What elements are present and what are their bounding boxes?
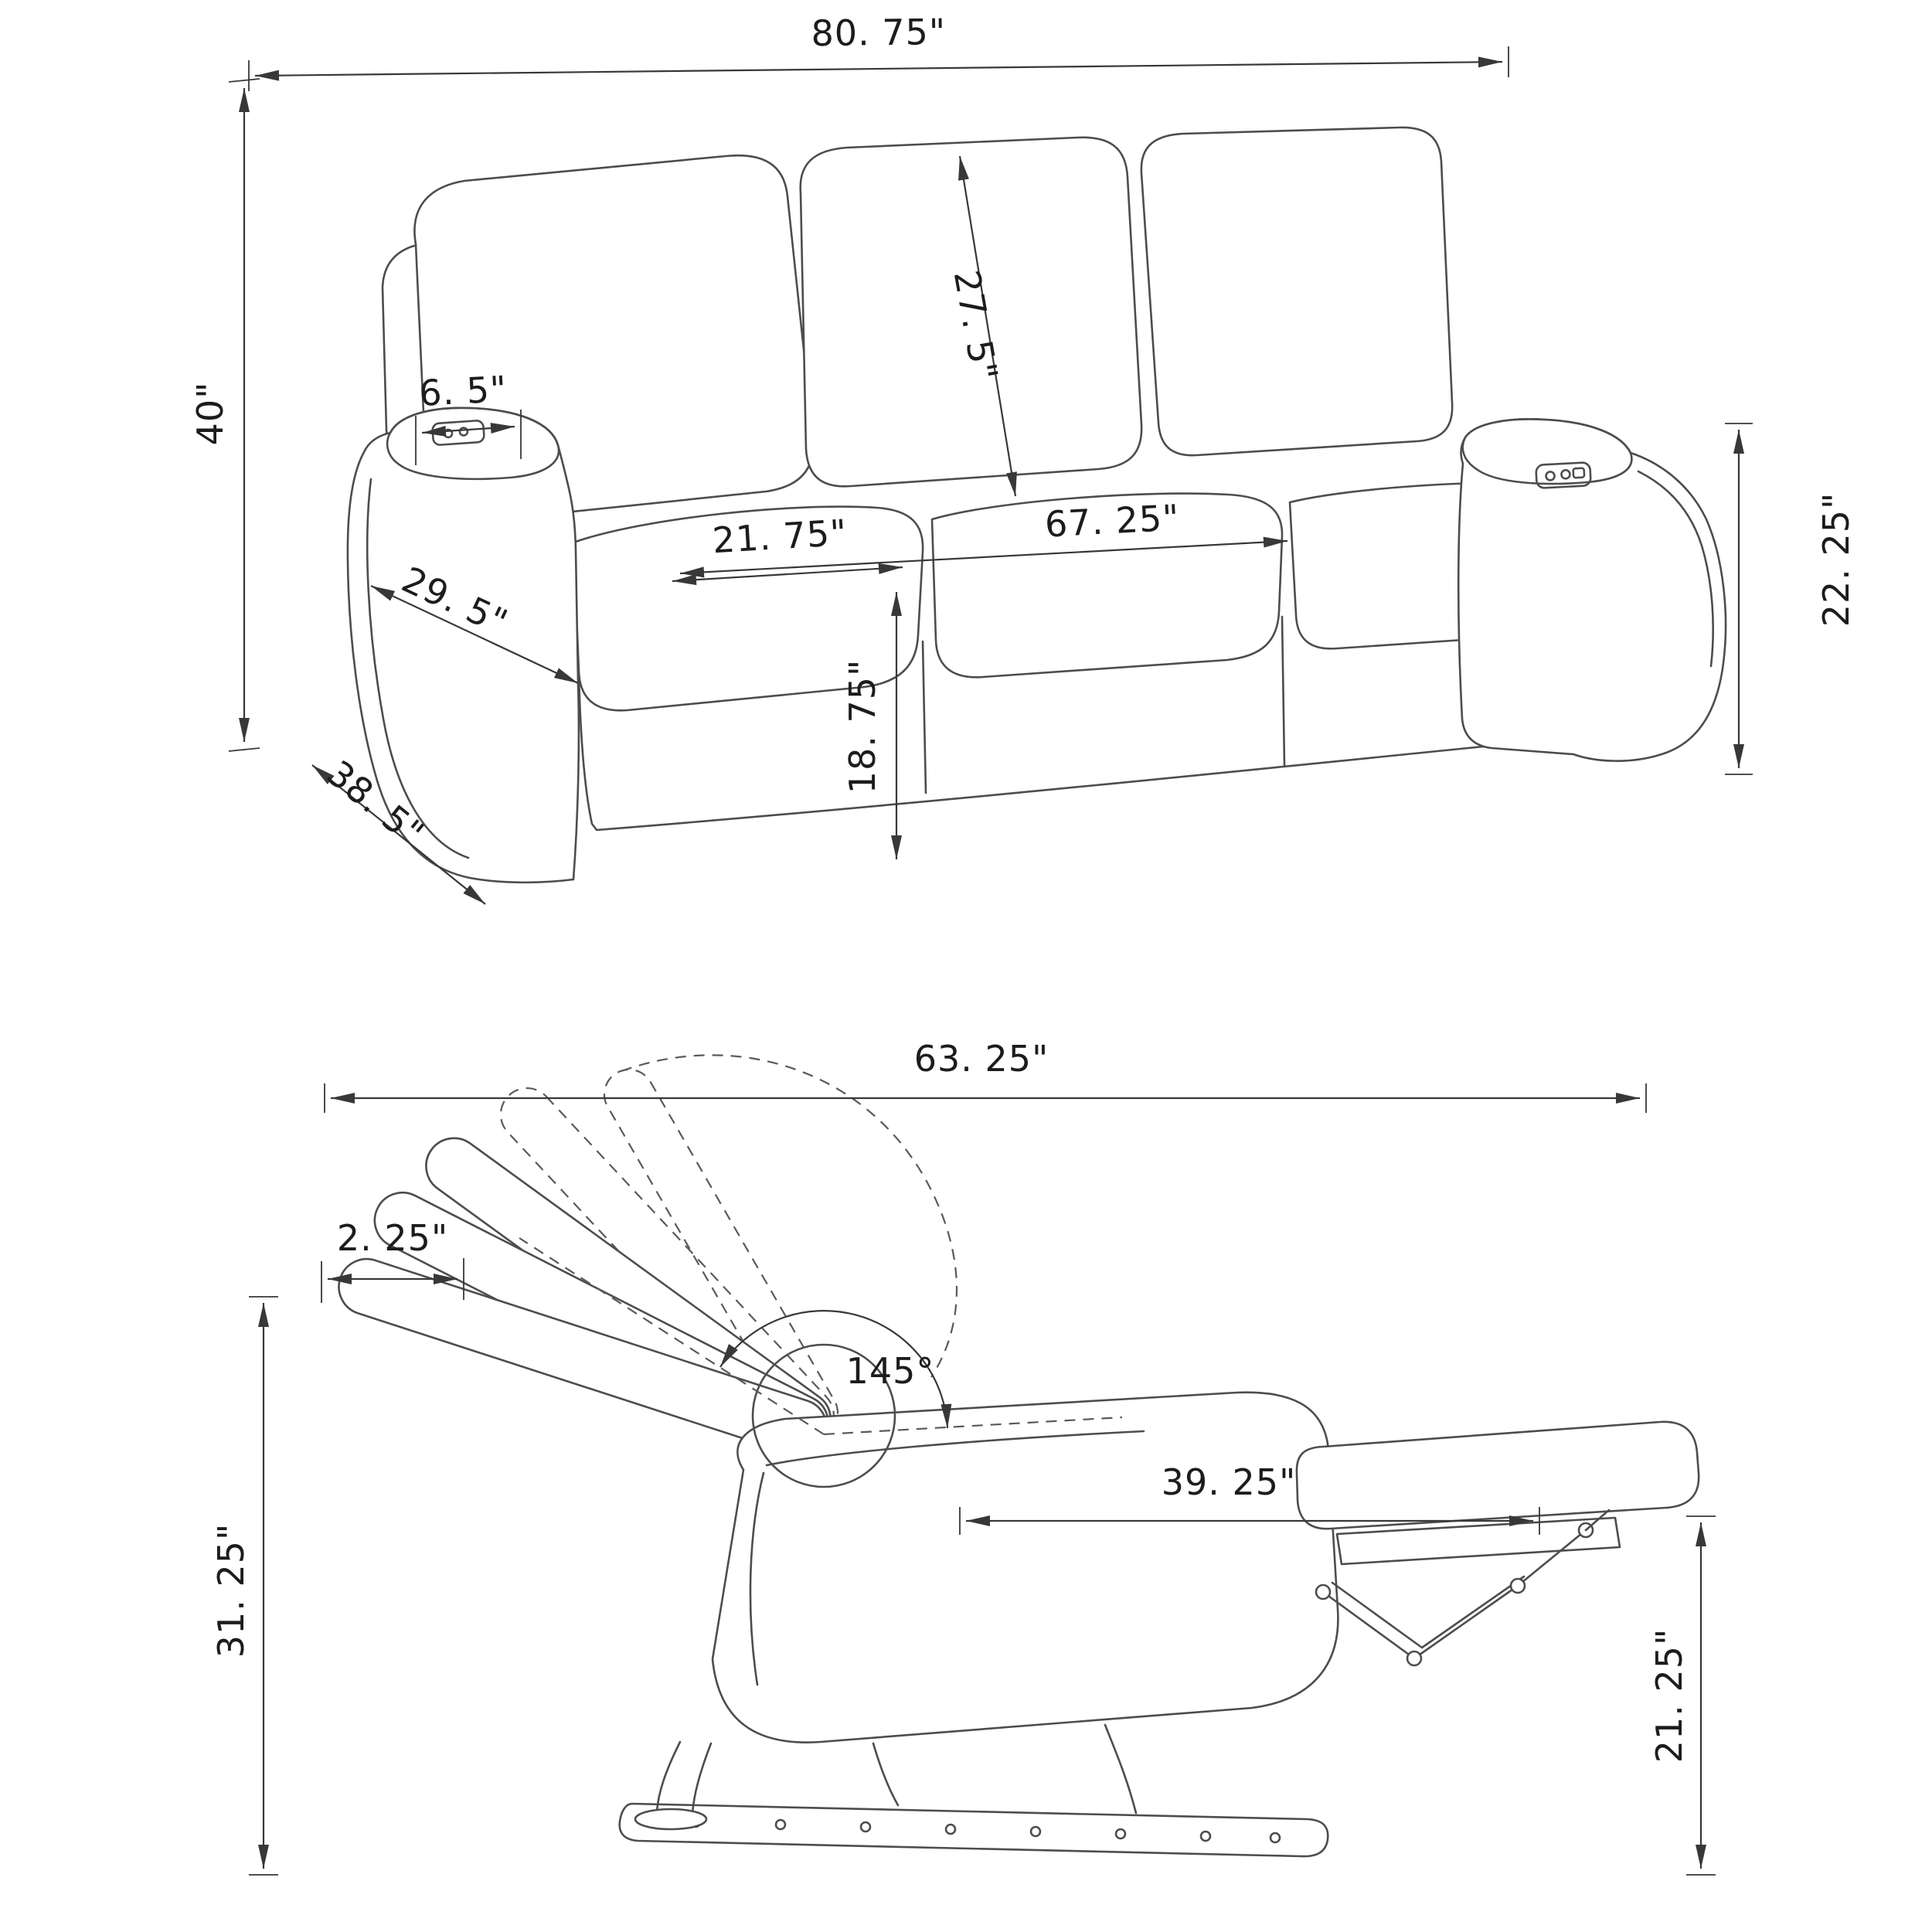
dim-footrest-height: 21. 25": [1648, 1515, 1716, 1876]
dim-overall-height: 40": [189, 78, 260, 752]
dim-reclined-length: 63. 25": [324, 1038, 1647, 1113]
base-support-rear: [872, 1742, 900, 1807]
dim-back-tip-offset-label: 2. 25": [337, 1217, 448, 1259]
dim-overall-height-label: 40": [189, 382, 231, 446]
right-power-button2-icon: [1560, 469, 1571, 480]
dim-back-tip-offset: 2. 25": [321, 1217, 464, 1303]
right-power-panel-body: [1535, 461, 1592, 489]
right-armrest-top-pad: [1461, 418, 1633, 485]
dim-armrest-height-label: 22. 25": [1815, 492, 1857, 627]
right-power-button-icon: [1545, 471, 1556, 481]
dim-recline-angle-label: 145°: [846, 1350, 935, 1392]
base-support-mid: [1104, 1723, 1138, 1815]
dim-recline-angle: 145°: [846, 1350, 935, 1392]
dim-armrest-top-width: 6. 5": [415, 368, 522, 465]
front-leg: [655, 1740, 713, 1815]
back-cushion-right: [1140, 126, 1454, 457]
dim-seat-height-label: 18. 75": [842, 659, 883, 794]
dim-footrest-height-label: 21. 25": [1648, 1628, 1690, 1763]
right-power-panel-icon: [1535, 461, 1592, 489]
base-rail: [618, 1802, 1329, 1858]
dim-overall-width: 80. 75": [248, 11, 1509, 91]
left-armrest-top-pad: [386, 406, 560, 481]
dim-back-height: 31. 25": [210, 1296, 278, 1876]
front-base-seam-left: [921, 640, 927, 794]
dim-reclined-length-label: 63. 25": [914, 1038, 1049, 1080]
dim-armrest-height: 22. 25": [1725, 423, 1857, 775]
recliner-arm-seam-front: [749, 1471, 765, 1686]
dim-seat-height: 18. 75": [842, 592, 902, 859]
recliner-seat-body: [711, 1391, 1339, 1743]
sofa-front-view-drawing: [346, 126, 1727, 884]
dim-seat-to-footrest: 39. 25": [959, 1461, 1540, 1535]
dim-inner-seat-width-label: 67. 25": [1044, 496, 1181, 545]
footrest-linkage: [1315, 1509, 1611, 1667]
dim-seat-cushion-width-label: 21. 75": [711, 512, 848, 562]
recliner-arm-seam-top: [765, 1430, 1145, 1467]
recliner-side-view-dimensions: 63. 25" 2. 25" 145° 39. 25" 31. 25": [210, 1038, 1716, 1876]
right-armrest-piping: [1637, 470, 1714, 668]
dim-inner-seat-width: 67. 25": [679, 496, 1288, 578]
dim-overall-width-label: 80. 75": [811, 11, 946, 54]
footrest-pad: [1295, 1420, 1700, 1530]
right-usb-port-icon: [1572, 467, 1586, 479]
dim-back-height-label: 31. 25": [210, 1523, 252, 1658]
recline-angle-construction: [519, 1237, 1123, 1436]
dim-armrest-top-width-label: 6. 5": [418, 368, 509, 414]
right-armrest: [1457, 418, 1727, 762]
dim-seat-to-footrest-label: 39. 25": [1162, 1461, 1296, 1503]
recliner-side-view-drawing: [338, 1054, 1700, 1858]
headrest-sweep-arc: [621, 1054, 958, 1378]
front-base-seam-right: [1281, 615, 1286, 767]
front-foot-glide: [634, 1808, 708, 1831]
